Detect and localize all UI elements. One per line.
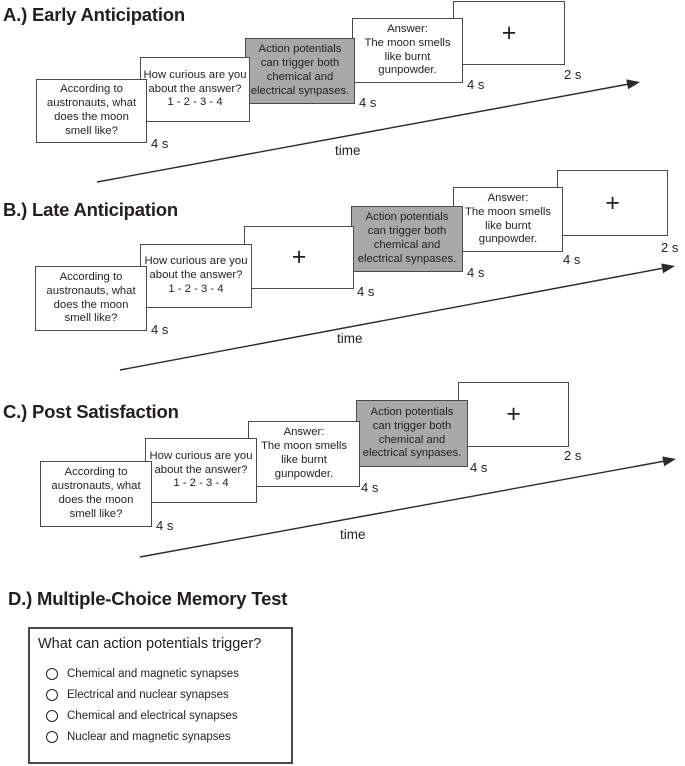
option-row[interactable]: Electrical and nuclear synapses [46, 689, 229, 701]
duration-label: 4 s [470, 460, 488, 475]
fact-box-a: Action potentials can trigger both chemi… [245, 38, 355, 104]
answer-box-c: Answer: The moon smells like burnt gunpo… [248, 421, 360, 487]
panel-d-title: D.) Multiple-Choice Memory Test [8, 588, 288, 609]
fact-box-c: Action potentials can trigger both chemi… [356, 400, 468, 467]
answer-box-a: Answer: The moon smells like burnt gunpo… [352, 18, 463, 83]
answer-text-b: Answer: The moon smells like burnt gunpo… [464, 191, 551, 246]
fixation-box-b2: + [557, 170, 668, 236]
fixation-cross-b2: + [605, 188, 620, 217]
memory-test-box [28, 627, 293, 764]
duration-label: 4 s [467, 265, 485, 280]
fact-text-a: Action potentials can trigger both chemi… [250, 43, 350, 97]
fixation-box-a: + [453, 1, 565, 65]
radio-button[interactable] [46, 731, 58, 743]
curiosity-rating-box-b: How curious are you about the answer? 1 … [140, 244, 252, 308]
duration-label: 4 s [151, 322, 169, 337]
panel-a-title: A.) Early Anticipation [3, 4, 185, 25]
answer-text-c: Answer: The moon smells like burnt gunpo… [260, 426, 347, 480]
duration-label: 2 s [564, 448, 582, 463]
question-text-b: According to austronauts, what does the … [46, 270, 136, 325]
curiosity-rating-box-c: How curious are you about the answer? 1 … [145, 438, 257, 503]
fixation-box-b1: + [244, 226, 354, 289]
duration-label: 4 s [361, 480, 379, 495]
curiosity-rating-box-a: How curious are you about the answer? 1 … [140, 57, 250, 122]
fixation-box-c: + [458, 382, 569, 447]
duration-label: 4 s [563, 252, 581, 267]
time-axis-label-b: time [337, 331, 363, 346]
fact-text-c: Action potentials can trigger both chemi… [362, 405, 462, 460]
question-text-a: According to austronauts, what does the … [46, 83, 137, 137]
duration-label: 4 s [467, 77, 485, 92]
question-box-b: According to austronauts, what does the … [35, 266, 147, 331]
curiosity-text-c: How curious are you about the answer? 1 … [149, 449, 253, 490]
fixation-cross-a: + [501, 18, 517, 47]
radio-button[interactable] [46, 710, 58, 722]
option-label: Chemical and magnetic synapses [67, 668, 239, 680]
fact-box-b: Action potentials can trigger both chemi… [351, 206, 463, 272]
curiosity-text-a: How curious are you about the answer? 1 … [143, 68, 247, 109]
fact-text-b: Action potentials can trigger both chemi… [357, 211, 457, 265]
time-axis-label-a: time [335, 143, 361, 158]
panel-c-title: C.) Post Satisfaction [3, 401, 179, 422]
radio-button[interactable] [46, 689, 58, 701]
fixation-cross-b1: + [291, 243, 307, 271]
question-text-c: According to austronauts, what does the … [51, 466, 141, 520]
option-row[interactable]: Nuclear and magnetic synapses [46, 731, 231, 743]
duration-label: 4 s [151, 136, 169, 151]
option-row[interactable]: Chemical and magnetic synapses [46, 668, 239, 680]
time-arrow-a [96, 79, 640, 183]
option-row[interactable]: Chemical and electrical synapses [46, 710, 238, 722]
question-box-a: According to austronauts, what does the … [36, 79, 147, 143]
radio-button[interactable] [46, 668, 58, 680]
duration-label: 2 s [564, 67, 582, 82]
duration-label: 4 s [156, 518, 174, 533]
duration-label: 4 s [359, 95, 377, 110]
answer-box-b: Answer: The moon smells like burnt gunpo… [453, 187, 563, 252]
option-label: Chemical and electrical synapses [67, 710, 238, 722]
answer-text-a: Answer: The moon smells like burnt gunpo… [364, 22, 451, 77]
time-axis-label-c: time [340, 527, 366, 542]
panel-b-title: B.) Late Anticipation [3, 199, 178, 220]
option-label: Electrical and nuclear synapses [67, 689, 229, 701]
question-box-c: According to austronauts, what does the … [40, 461, 152, 527]
memory-test-question: What can action potentials trigger? [38, 636, 262, 652]
time-arrow-b [119, 263, 675, 371]
time-arrow-c [139, 456, 676, 558]
curiosity-text-b: How curious are you about the answer? 1 … [144, 255, 248, 295]
duration-label: 2 s [661, 240, 679, 255]
duration-label: 4 s [357, 284, 375, 299]
fixation-cross-c: + [506, 400, 521, 428]
option-label: Nuclear and magnetic synapses [67, 731, 231, 743]
